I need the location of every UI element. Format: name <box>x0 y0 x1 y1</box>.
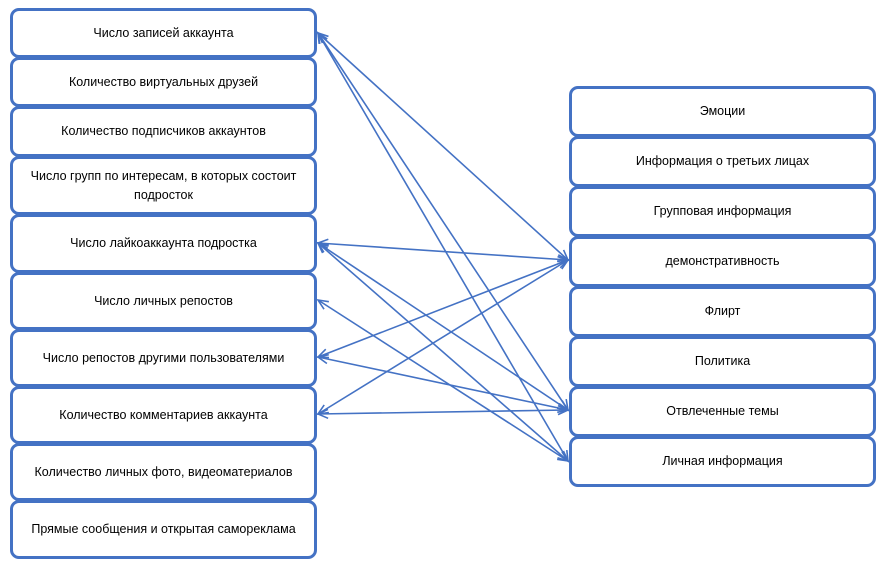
left-box-9: Количество личных фото, видеоматериалов <box>10 443 317 501</box>
left-box-label: Число личных репостов <box>94 293 233 308</box>
right-box-7: Отвлеченные темы <box>569 386 876 437</box>
right-box-label: Отвлеченные темы <box>666 404 779 419</box>
arrowhead-icon <box>557 402 570 414</box>
left-box-10: Прямые сообщения и открытая самореклама <box>10 500 317 559</box>
arrowhead-icon <box>316 404 330 416</box>
right-box-6: Политика <box>569 336 876 387</box>
arrowhead-icon <box>316 31 328 44</box>
right-box-label: Флирт <box>704 304 741 319</box>
left-box-6: Число личных репостов <box>10 272 317 330</box>
arrowhead-icon <box>316 241 329 254</box>
arrowhead-icon <box>558 449 569 463</box>
arrowhead-icon <box>317 31 328 45</box>
left-box-label: Количество подписчиков аккаунтов <box>61 124 266 139</box>
right-box-label: Информация о третьих лицах <box>635 154 810 169</box>
arrowhead-icon <box>316 353 329 365</box>
connector-L7-R7 <box>317 356 569 411</box>
right-box-5: Флирт <box>569 286 876 337</box>
connector-L1-R8 <box>317 32 569 462</box>
right-box-label: Групповая информация <box>653 204 792 219</box>
right-box-8: Личная информация <box>569 436 876 487</box>
left-box-label: Количество личных фото, видеоматериалов <box>34 464 293 479</box>
right-box-2: Информация о третьих лицах <box>569 136 876 187</box>
connector-L1-R7 <box>317 32 569 411</box>
right-box-label: Личная информация <box>662 454 783 469</box>
arrowhead-icon <box>556 258 570 269</box>
left-box-label: Количество виртуальных друзей <box>68 74 259 89</box>
arrowhead-icon <box>558 399 570 412</box>
left-box-5: Число лайкоаккаунта подростка <box>10 214 317 273</box>
left-box-2: Количество виртуальных друзей <box>10 57 317 107</box>
right-box-label: демонстративность <box>665 254 780 269</box>
connector-L5-R8 <box>317 242 569 462</box>
connector-L8-R4 <box>317 259 569 415</box>
arrowhead-icon <box>316 298 329 310</box>
arrowhead-icon <box>557 404 570 416</box>
right-box-3: Групповая информация <box>569 186 876 237</box>
left-box-1: Число записей аккаунта <box>10 8 317 58</box>
right-box-1: Эмоции <box>569 86 876 137</box>
arrowhead-icon <box>316 241 329 253</box>
left-box-4: Число групп по интересам, в которых сост… <box>10 156 317 215</box>
connector-L5-R4 <box>317 242 569 261</box>
connector-L5-R7 <box>317 242 569 411</box>
arrowhead-icon <box>316 238 329 249</box>
left-box-label: Число групп по интересам, в которых сост… <box>30 169 297 202</box>
left-box-3: Количество подписчиков аккаунтов <box>10 106 317 157</box>
left-box-label: Число записей аккаунта <box>93 25 234 40</box>
arrowhead-icon <box>316 348 330 359</box>
arrowhead-icon <box>557 451 570 463</box>
connector-L6-R8 <box>317 299 569 462</box>
left-box-label: Прямые сообщения и открытая самореклама <box>31 522 296 537</box>
arrowhead-icon <box>316 408 329 420</box>
connector-L8-R7 <box>317 409 569 415</box>
arrowhead-icon <box>557 400 570 412</box>
arrowhead-icon <box>557 254 570 265</box>
right-box-4: демонстративность <box>569 236 876 287</box>
arrowhead-icon <box>316 31 329 44</box>
left-box-label: Число лайкоаккаунта подростка <box>70 236 257 251</box>
left-box-label: Число репостов другими пользователями <box>42 350 285 365</box>
arrowhead-icon <box>556 258 570 270</box>
connector-L7-R4 <box>317 259 569 358</box>
right-box-label: Эмоции <box>699 104 746 119</box>
arrowhead-icon <box>557 249 570 262</box>
connector-L1-R4 <box>317 32 569 261</box>
left-box-8: Количество комментариев аккаунта <box>10 386 317 444</box>
left-box-7: Число репостов другими пользователями <box>10 329 317 387</box>
right-box-label: Политика <box>694 354 751 369</box>
left-box-label: Количество комментариев аккаунта <box>59 407 268 422</box>
arrowhead-icon <box>557 450 570 463</box>
